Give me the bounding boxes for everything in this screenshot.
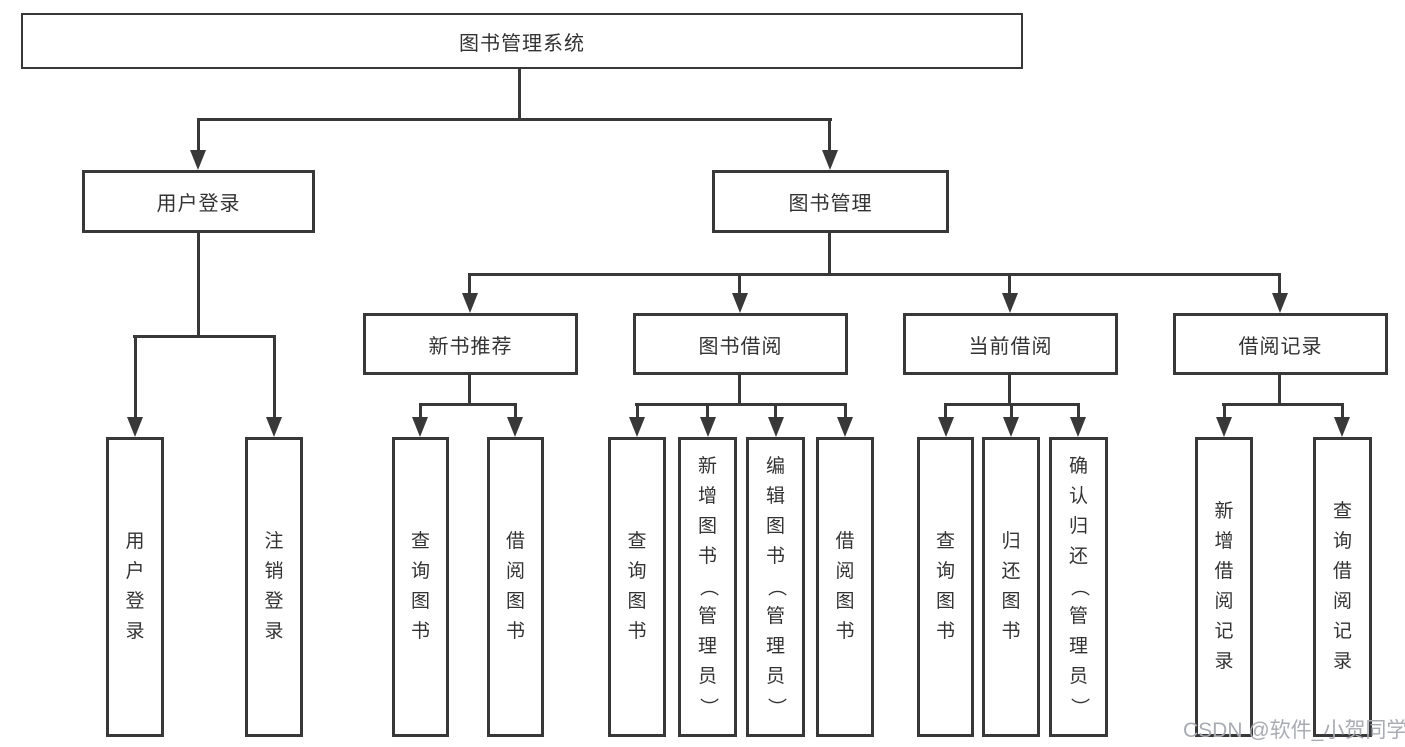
- connector-root-stem: [518, 69, 521, 118]
- leaf-newbook-borrow-books: 借阅图书: [487, 437, 544, 737]
- connector-drop-bb-borrow: [844, 403, 847, 419]
- connector-new-book-stem: [468, 374, 471, 403]
- node-user-login: 用户登录: [82, 170, 315, 233]
- connector-drop-book-borrowing: [738, 273, 741, 297]
- connector-drop-cb-confirm: [1077, 403, 1080, 419]
- connector-drop-borrowing-records: [1278, 273, 1281, 297]
- arrowhead-bb-query: [629, 417, 645, 437]
- arrowhead-borrowing-records: [1272, 293, 1288, 313]
- leaf-newbook-query-books: 查询图书: [392, 437, 449, 737]
- arrowhead-bb-add: [700, 417, 716, 437]
- arrowhead-current-borrowing: [1002, 293, 1018, 313]
- leaf-confirm-return-admin: 确认归还（管理员）: [1049, 437, 1108, 737]
- leaf-add-books-admin-label: 新增图书（管理员）: [697, 456, 719, 717]
- arrowhead-br-add: [1216, 417, 1232, 437]
- leaf-query-borrow-record: 查询借阅记录: [1313, 437, 1372, 737]
- leaf-newbook-query-books-label: 查询图书: [410, 531, 430, 642]
- connector-book-management-stem: [828, 233, 831, 273]
- csdn-watermark: CSDN @软件_小贺同学: [1183, 719, 1405, 742]
- leaf-borrowing-borrow-books: 借阅图书: [816, 437, 874, 737]
- connector-drop-leaf-user-login: [134, 335, 137, 419]
- arrowhead-nb-borrow: [507, 417, 523, 437]
- leaf-newbook-borrow-books-label: 借阅图书: [505, 531, 525, 642]
- node-new-book-recommend: 新书推荐: [363, 313, 578, 375]
- arrowhead-book-borrowing: [732, 293, 748, 313]
- connector-drop-nb-query: [419, 403, 422, 419]
- connector-drop-leaf-logout: [273, 335, 276, 419]
- connector-current-stem: [1008, 374, 1011, 403]
- arrowhead-nb-query: [412, 417, 428, 437]
- connector-new-book-rail: [419, 403, 517, 406]
- leaf-add-borrow-record: 新增借阅记录: [1195, 437, 1253, 737]
- leaf-add-borrow-record-label: 新增借阅记录: [1214, 501, 1234, 672]
- connector-drop-bb-query: [636, 403, 639, 419]
- connector-records-stem: [1278, 374, 1281, 403]
- connector-borrowing-stem: [738, 374, 741, 403]
- leaf-logout-label: 注销登录: [264, 531, 284, 642]
- leaf-return-books: 归还图书: [982, 437, 1040, 737]
- node-new-book-recommend-label: 新书推荐: [428, 335, 513, 358]
- connector-drop-br-add: [1223, 403, 1226, 419]
- leaf-edit-books-admin: 编辑图书（管理员）: [746, 437, 805, 737]
- arrowhead-cb-confirm: [1070, 417, 1086, 437]
- node-book-management-label: 图书管理: [788, 193, 873, 215]
- connector-drop-book-management: [828, 118, 831, 152]
- connector-borrowing-rail: [635, 403, 846, 406]
- leaf-edit-books-admin-label: 编辑图书（管理员）: [765, 456, 787, 717]
- node-borrowing-records: 借阅记录: [1173, 313, 1388, 375]
- arrowhead-leaf-user-login: [127, 417, 143, 437]
- arrowhead-user-login: [190, 150, 206, 170]
- connector-book-management-rail: [468, 273, 1281, 276]
- arrowhead-cb-return: [1003, 417, 1019, 437]
- leaf-confirm-return-admin-label: 确认归还（管理员）: [1068, 456, 1090, 717]
- leaf-add-books-admin: 新增图书（管理员）: [678, 437, 737, 737]
- connector-drop-new-book-recommend: [468, 273, 471, 297]
- connector-user-login-stem: [197, 233, 200, 335]
- node-root-label: 图书管理系统: [459, 32, 585, 55]
- connector-drop-user-login: [197, 118, 200, 152]
- arrowhead-br-query: [1334, 417, 1350, 437]
- arrowhead-bb-borrow: [837, 417, 853, 437]
- connector-drop-bb-add: [706, 403, 709, 419]
- leaf-borrowing-query-books-label: 查询图书: [627, 531, 647, 642]
- node-book-management: 图书管理: [712, 170, 949, 233]
- connector-drop-br-query: [1341, 403, 1344, 419]
- arrowhead-cb-query: [938, 417, 954, 437]
- leaf-user-login-label: 用户登录: [125, 531, 145, 642]
- node-user-login-label: 用户登录: [156, 193, 241, 215]
- connector-root-rail: [197, 118, 832, 121]
- leaf-query-borrow-record-label: 查询借阅记录: [1332, 501, 1352, 672]
- node-borrowing-records-label: 借阅记录: [1238, 335, 1323, 358]
- node-current-borrowing-label: 当前借阅: [968, 335, 1053, 358]
- node-book-borrowing-label: 图书借阅: [698, 335, 783, 358]
- leaf-borrowing-query-books: 查询图书: [608, 437, 666, 737]
- node-root: 图书管理系统: [21, 13, 1023, 69]
- connector-drop-cb-return: [1010, 403, 1013, 419]
- arrowhead-book-management: [822, 150, 838, 170]
- connector-user-login-rail: [133, 335, 276, 338]
- arrowhead-bb-edit: [768, 417, 784, 437]
- leaf-return-books-label: 归还图书: [1001, 531, 1021, 642]
- connector-records-rail: [1222, 403, 1344, 406]
- connector-drop-current-borrowing: [1008, 273, 1011, 297]
- arrowhead-leaf-logout: [266, 417, 282, 437]
- node-book-borrowing: 图书借阅: [633, 313, 848, 375]
- node-current-borrowing: 当前借阅: [903, 313, 1118, 375]
- arrowhead-new-book-recommend: [462, 293, 478, 313]
- leaf-borrowing-borrow-books-label: 借阅图书: [835, 531, 855, 642]
- leaf-user-login: 用户登录: [106, 437, 164, 737]
- connector-drop-cb-query: [944, 403, 947, 419]
- leaf-logout: 注销登录: [245, 437, 303, 737]
- leaf-current-query-books-label: 查询图书: [935, 531, 955, 642]
- connector-drop-nb-borrow: [514, 403, 517, 419]
- leaf-current-query-books: 查询图书: [917, 437, 974, 737]
- connector-drop-bb-edit: [774, 403, 777, 419]
